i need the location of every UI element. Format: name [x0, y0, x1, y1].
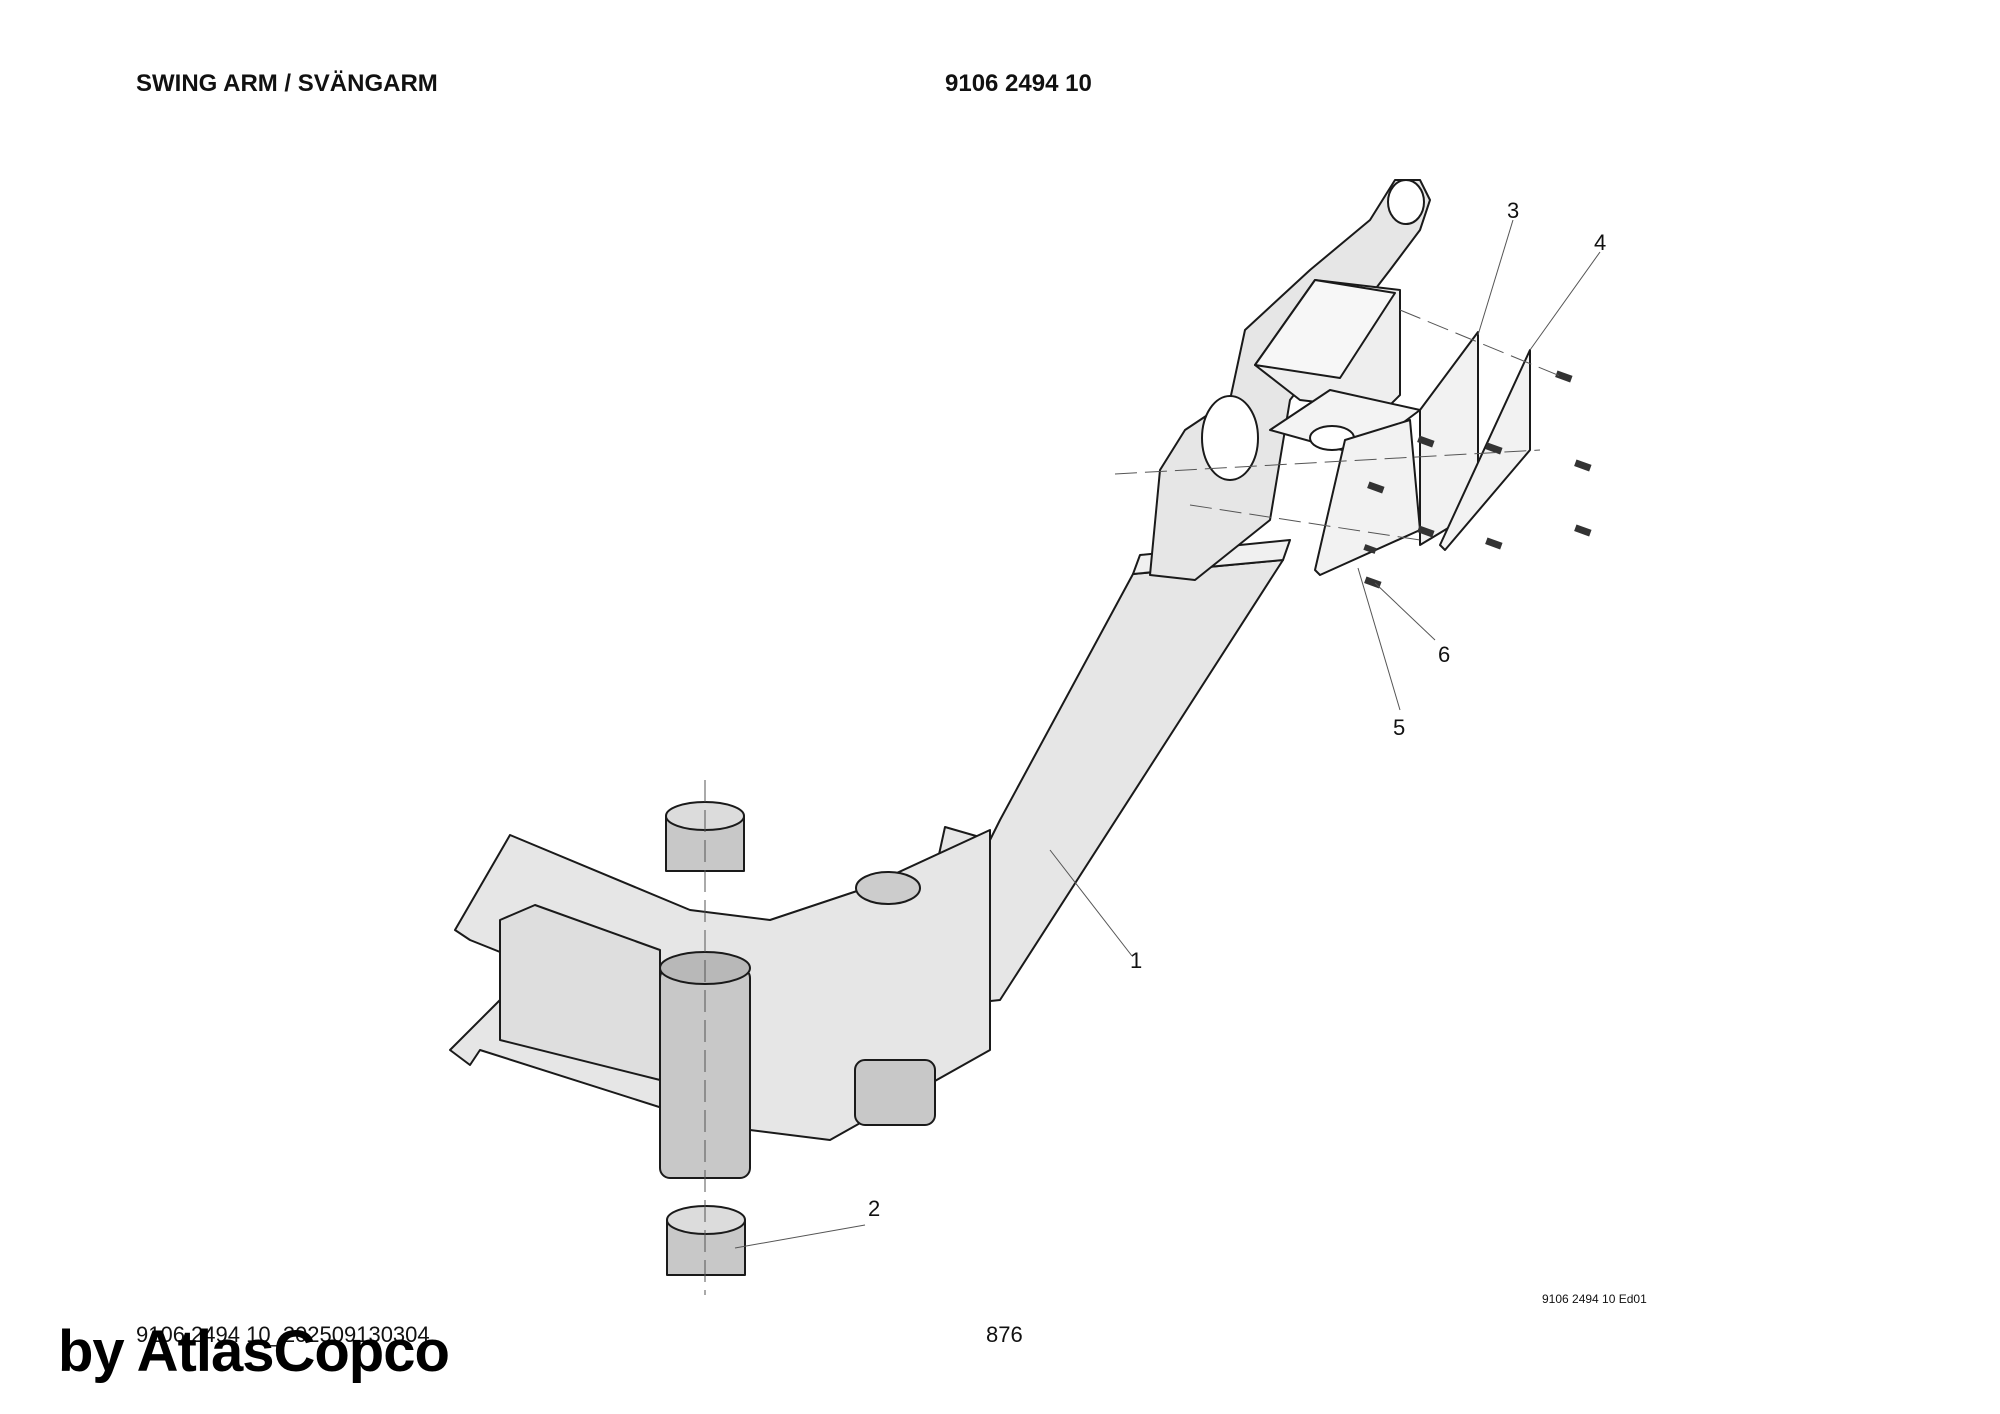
- callout-2: 2: [868, 1196, 880, 1221]
- page-title: SWING ARM / SVÄNGARM: [136, 70, 438, 97]
- drawing-reference: 9106 2494 10 Ed01: [1542, 1292, 1647, 1306]
- pivot-tube-rear: [854, 1059, 936, 1126]
- bushing-lower-rim: [666, 1205, 746, 1235]
- callout-4: 4: [1594, 230, 1606, 255]
- pivot-boss-top: [855, 871, 921, 905]
- bracket-bore-top: [1387, 179, 1425, 225]
- callout-3: 3: [1507, 198, 1519, 223]
- page-number: 876: [986, 1322, 1023, 1347]
- callout-6: 6: [1438, 642, 1450, 667]
- leader-lines: [734, 219, 1601, 1249]
- callout-1: 1: [1130, 948, 1142, 973]
- cover-plate-4: [1439, 349, 1531, 551]
- document-id: 9106 2494 10_202509130304: [136, 1322, 430, 1347]
- top-housing-lid: [1254, 279, 1396, 379]
- bracket-bore-main: [1201, 395, 1259, 481]
- callout-5: 5: [1393, 715, 1405, 740]
- watermark: by AtlasCopco: [58, 1319, 450, 1384]
- centre-lines: [704, 309, 1561, 1295]
- part-number: 9106 2494 10: [945, 70, 1092, 97]
